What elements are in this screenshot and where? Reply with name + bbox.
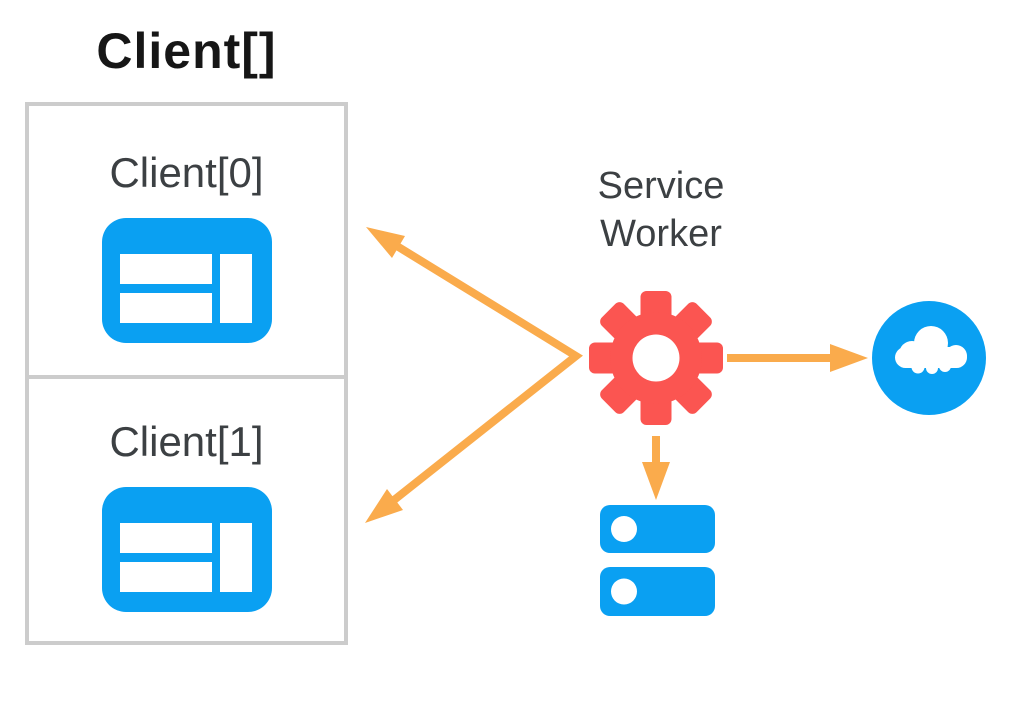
client-0-label: Client[0] [109,149,264,196]
gear-icon [589,291,723,425]
client-0-cell: Client[0] [29,106,344,373]
arrow-to-network [727,344,868,372]
cloud-glyph [895,326,967,374]
client-1-label: Client[1] [109,418,264,465]
cloud-icon [872,301,986,415]
service-worker-label: Service Worker [597,165,725,255]
web-browser-window-icon [101,218,272,344]
clients-container: Client[0] Client[1] [25,102,348,645]
web-browser-window-icon [101,487,272,613]
arrow-to-storage [642,436,670,500]
arrowhead-client0 [366,227,405,258]
arrowhead-client1 [365,489,403,523]
clients-array-title: Client[] [96,23,277,79]
client-1-cell: Client[1] [29,375,344,642]
arrow-to-clients [365,227,583,523]
arrowhead-network [830,344,868,372]
arrowhead-storage [642,462,670,500]
client-divider [29,375,344,379]
storage-database-icon [600,505,715,616]
